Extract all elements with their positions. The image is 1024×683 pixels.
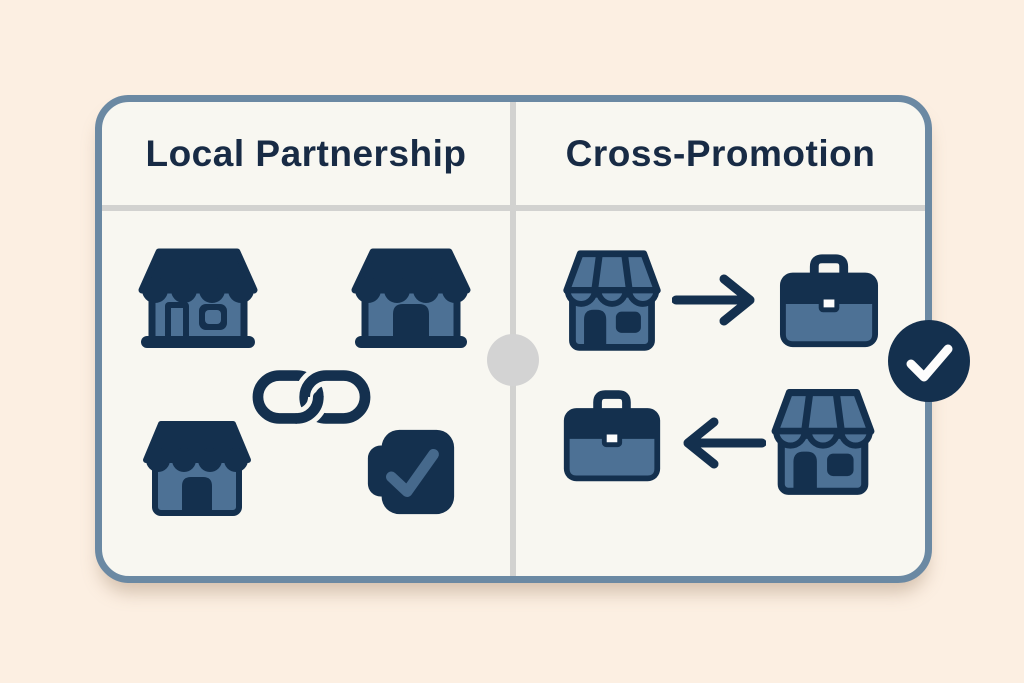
right-column-title: Cross-Promotion <box>565 132 876 174</box>
comparison-card: Local Partnership Cross-Promotion <box>95 95 932 583</box>
horizontal-divider <box>102 205 925 211</box>
storefront-icon <box>768 386 878 501</box>
divider-dot <box>487 334 539 386</box>
left-column-title: Local Partnership <box>145 132 467 174</box>
storefront-icon <box>142 420 252 520</box>
briefcase-icon <box>560 386 664 486</box>
arrow-left-icon <box>674 415 766 471</box>
chain-link-icon <box>250 360 373 434</box>
arrow-right-icon <box>672 272 764 328</box>
storefront-icon <box>558 248 666 356</box>
card-inner: Local Partnership Cross-Promotion <box>102 102 925 576</box>
briefcase-icon <box>775 251 883 351</box>
storefront-icon <box>135 248 261 350</box>
storefront-icon <box>347 248 475 350</box>
check-square-icon <box>365 422 457 520</box>
check-circle-badge <box>887 319 971 403</box>
